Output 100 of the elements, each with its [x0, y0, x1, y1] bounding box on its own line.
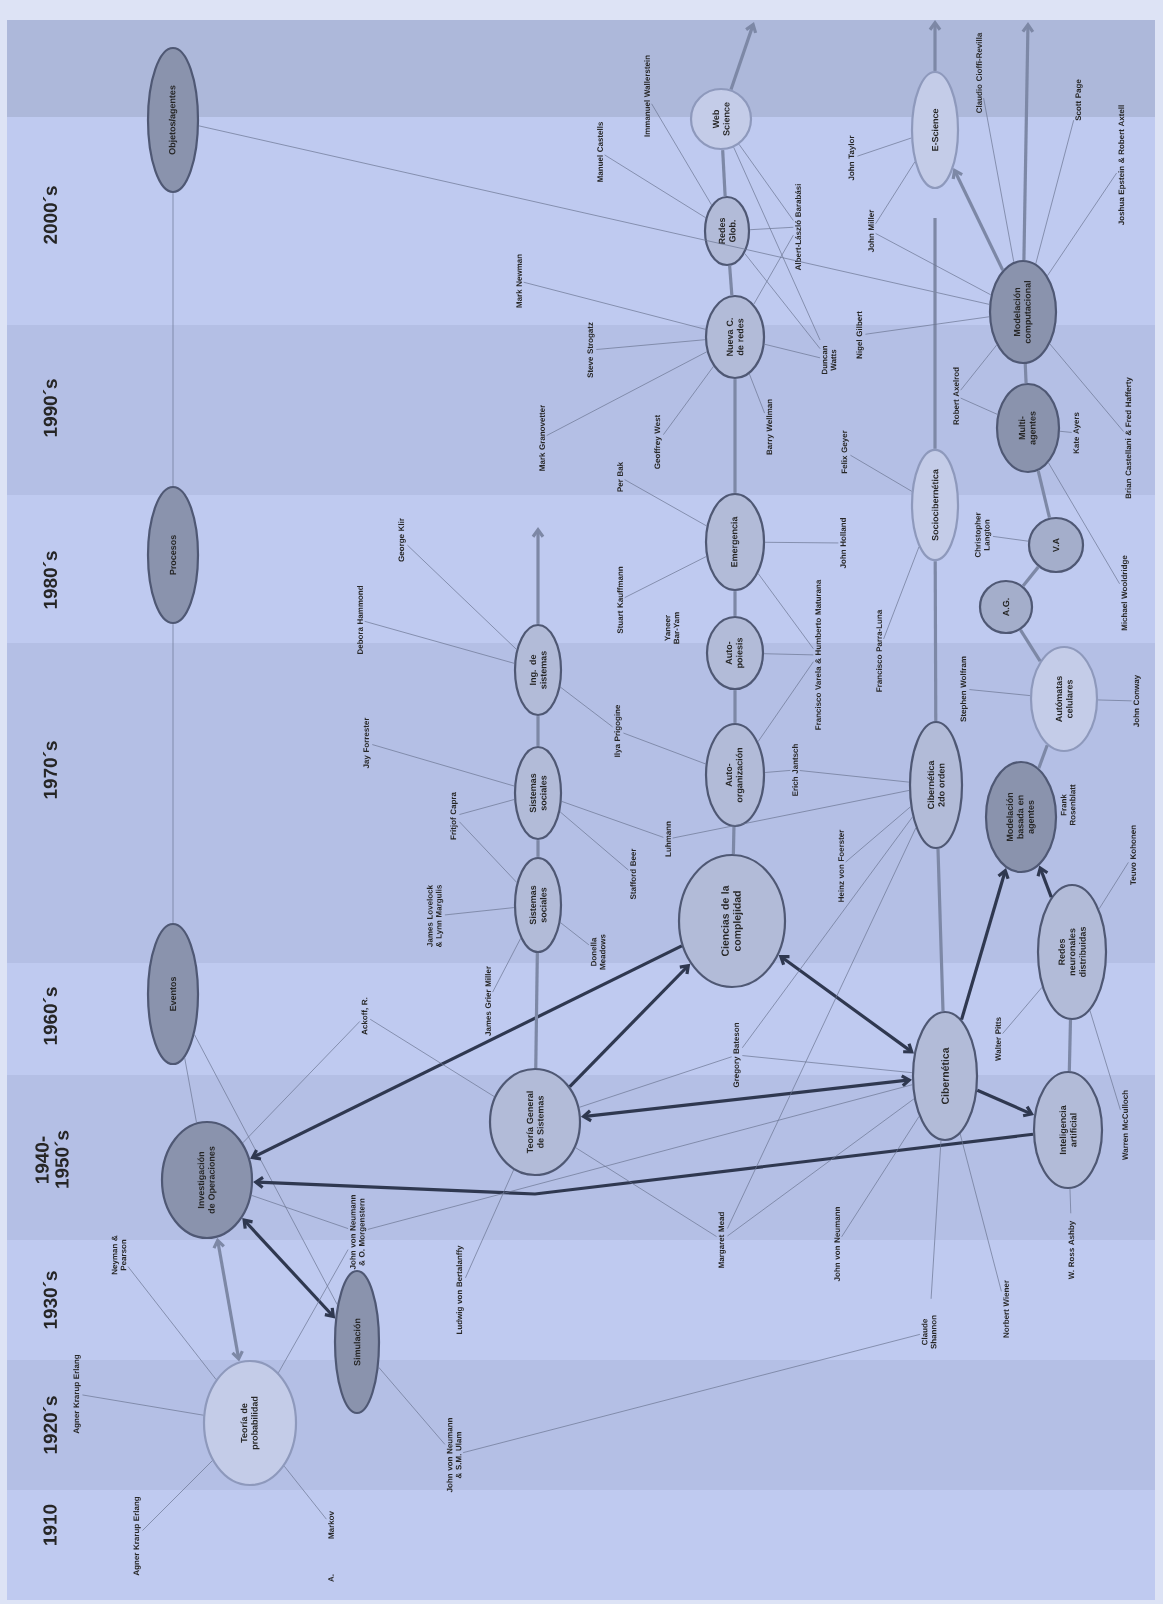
- leader-line: [749, 226, 794, 231]
- leader-line: [371, 744, 515, 787]
- leader-line: [959, 1133, 1002, 1292]
- arrow: [778, 954, 914, 1054]
- leader-line: [624, 556, 707, 599]
- leader-line: [492, 938, 521, 993]
- leader-line: [378, 1366, 446, 1445]
- leader-line: [142, 1460, 213, 1531]
- leader-line: [960, 344, 997, 391]
- arrow: [951, 168, 1005, 271]
- leader-line: [969, 689, 1031, 696]
- leader-line: [624, 479, 707, 527]
- leader-line: [283, 1465, 327, 1520]
- decade-label: 1970´s: [42, 741, 58, 799]
- arrow: [928, 20, 942, 71]
- leader-line: [845, 806, 911, 863]
- connector-line: [536, 716, 540, 746]
- leader-line: [1035, 119, 1075, 265]
- connector-line: [1067, 1020, 1073, 1071]
- arrow: [580, 1074, 912, 1123]
- leader-line: [579, 1056, 733, 1108]
- decade-label: 2000´s: [42, 186, 58, 244]
- leader-line: [753, 234, 794, 305]
- arrow: [250, 944, 683, 1161]
- decade-label: 1980´s: [42, 551, 58, 609]
- arrow: [976, 1088, 1035, 1118]
- leader-line: [364, 620, 515, 664]
- leader-line: [523, 281, 706, 330]
- leader-line: [841, 1116, 920, 1238]
- arrow: [531, 527, 545, 624]
- leader-line: [865, 316, 990, 335]
- leader-line: [444, 907, 515, 916]
- leader-line: [727, 1098, 915, 1237]
- leader-line: [749, 373, 765, 414]
- leader-line: [663, 366, 714, 435]
- leader-line: [744, 253, 821, 350]
- leader-line: [764, 770, 791, 773]
- connector-line: [536, 840, 540, 857]
- connector-line: [936, 848, 945, 1012]
- leader-line: [560, 922, 590, 946]
- leader-line: [960, 397, 998, 415]
- leader-line: [242, 1021, 361, 1144]
- decade-label: 1990´s: [42, 379, 58, 437]
- connector-line: [728, 265, 734, 296]
- leader-line: [407, 544, 517, 650]
- leader-line: [850, 454, 912, 492]
- leader-line: [198, 125, 990, 305]
- leader-line: [672, 790, 910, 839]
- decade-label: 1940- 1950´s: [35, 1130, 69, 1188]
- leader-line: [561, 801, 664, 838]
- leader-line: [560, 686, 613, 728]
- arrow: [212, 1237, 244, 1362]
- connector-line: [1021, 565, 1040, 587]
- leader-line: [251, 1195, 349, 1229]
- leader-line: [1002, 986, 1043, 1034]
- leader-line: [278, 1249, 349, 1374]
- leader-line: [764, 541, 839, 544]
- leader-line: [1089, 1010, 1121, 1111]
- leader-line: [82, 1394, 204, 1416]
- connector-line: [733, 690, 737, 723]
- leader-line: [733, 147, 821, 341]
- connector-line: [534, 953, 539, 1068]
- connector-line: [1019, 629, 1042, 662]
- leader-line: [883, 546, 920, 640]
- arrow: [960, 868, 1010, 1021]
- leader-line: [369, 1018, 495, 1097]
- leader-line: [194, 1034, 338, 1305]
- leader-line: [623, 732, 706, 765]
- arrow: [568, 963, 691, 1088]
- leader-line: [742, 1055, 913, 1074]
- leader-line: [757, 573, 814, 650]
- leader-line: [727, 827, 917, 1229]
- connector-line: [933, 561, 938, 721]
- leader-line: [857, 137, 912, 157]
- arrow: [1021, 22, 1035, 260]
- leader-line: [764, 343, 821, 359]
- decade-label: 1920´s: [42, 1396, 58, 1454]
- connector-line: [1037, 744, 1049, 769]
- connector-line: [731, 827, 736, 854]
- leader-line: [983, 97, 1015, 263]
- leader-line: [651, 103, 712, 206]
- leader-line: [875, 161, 916, 225]
- leader-line: [1059, 430, 1073, 433]
- leader-line: [596, 339, 706, 350]
- leader-line: [1048, 462, 1120, 585]
- connector-line: [733, 591, 737, 616]
- leader-line: [738, 143, 794, 221]
- leader-line: [1097, 699, 1132, 702]
- leader-line: [930, 1140, 942, 1300]
- connector-line: [721, 149, 727, 197]
- leader-line: [459, 799, 515, 815]
- leader-line: [757, 661, 814, 742]
- arrow: [729, 22, 758, 91]
- leader-line: [799, 770, 910, 783]
- connector-line: [1036, 470, 1052, 519]
- leader-line: [184, 1057, 197, 1123]
- leader-line: [1069, 1188, 1072, 1214]
- leader-line: [546, 351, 708, 436]
- leader-line: [992, 536, 1029, 542]
- leader-line: [465, 1169, 514, 1279]
